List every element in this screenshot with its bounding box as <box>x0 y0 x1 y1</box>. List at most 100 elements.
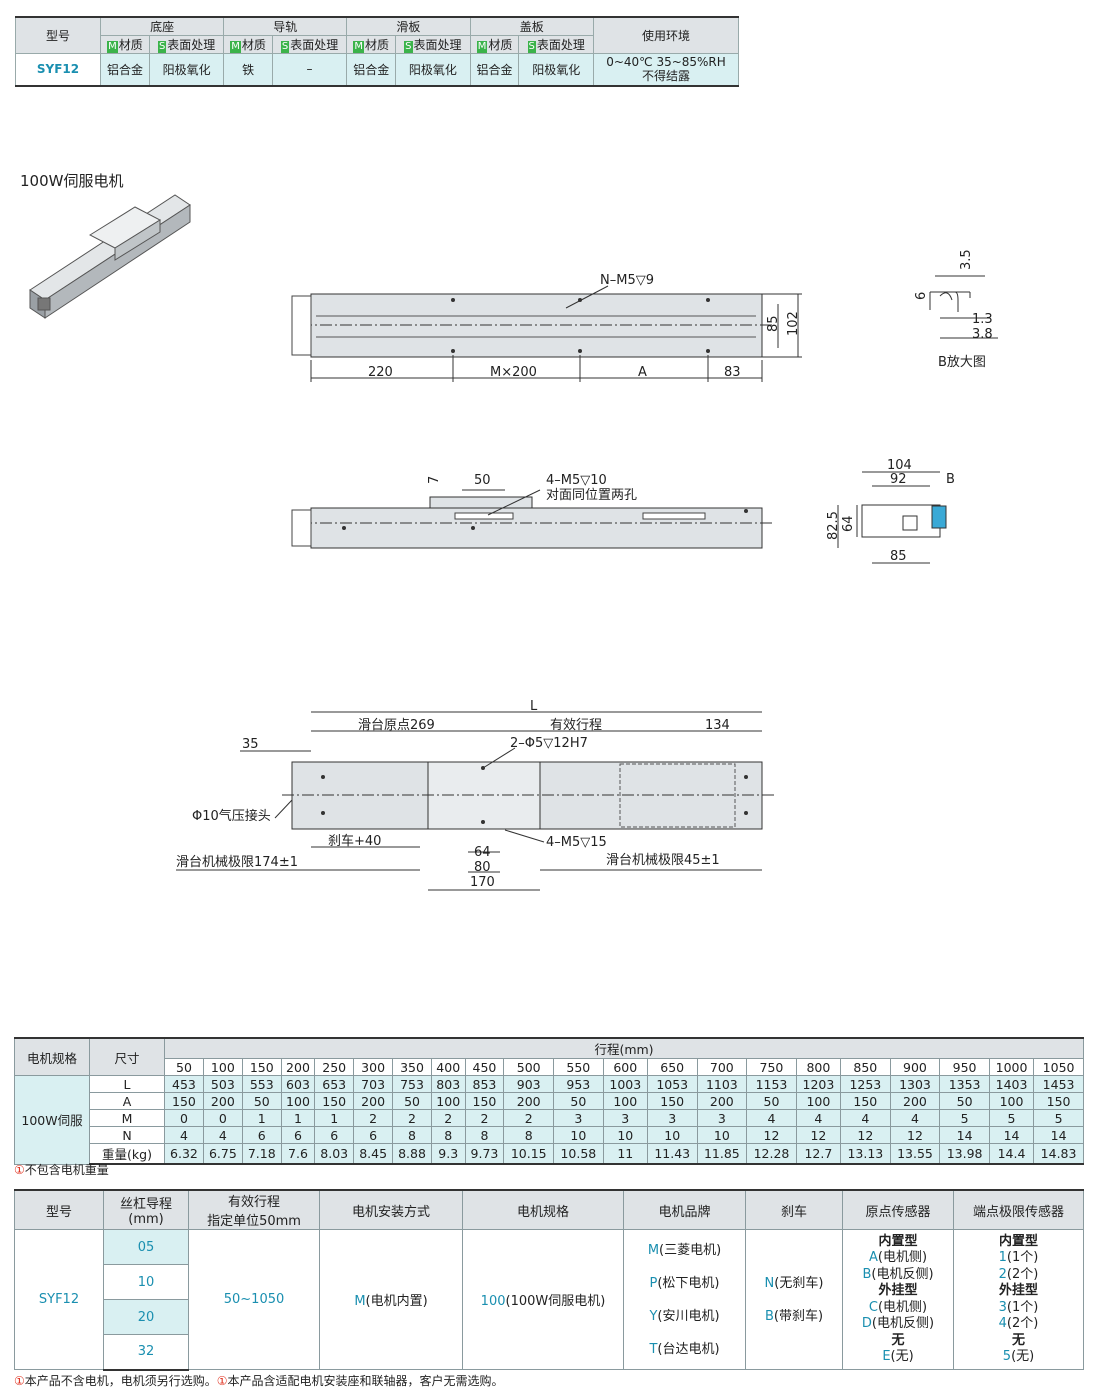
bottom-view-drawing: L 滑台原点269 有效行程 134 35 2–Φ5▽12H7 Φ10气压接头 … <box>176 699 775 891</box>
detail-dim-3-8: 3.8 <box>972 327 993 342</box>
spec-cell: 1103 <box>696 1075 748 1093</box>
spec-cell: 6 <box>241 1126 282 1144</box>
detail-dim-1-3: 1.3 <box>972 312 993 327</box>
limit-right-label: 滑台机械极限45±1 <box>606 853 720 868</box>
tag-m-icon: M <box>107 41 118 53</box>
brake-options: N(无刹车) B(带刹车) <box>745 1229 843 1370</box>
spec-cell: 12 <box>746 1126 797 1144</box>
hole-label-1: 4–M5▽10 <box>546 473 607 488</box>
spec-cell: 8 <box>430 1126 466 1144</box>
tag-m-icon: M <box>230 41 241 53</box>
spec-cell: 1053 <box>646 1075 698 1093</box>
spec-cell: 5 <box>1033 1109 1084 1127</box>
spec-cell: 6.32 <box>164 1143 204 1165</box>
spec-cell: 100 <box>602 1092 648 1110</box>
spec-cell: 12.28 <box>746 1143 797 1165</box>
end-dim-92: 92 <box>890 472 907 487</box>
order-table: 型号 丝杠导程(mm) 有效行程指定单位50mm 电机安装方式 电机规格 电机品… <box>14 1189 1084 1371</box>
spec-cell: 903 <box>503 1075 555 1093</box>
spec-cell: 0 <box>164 1109 204 1127</box>
spec-row-label: 重量(kg) <box>89 1143 165 1165</box>
section-title: 100W伺服电机 <box>20 172 124 190</box>
spec-cell: 12 <box>889 1126 941 1144</box>
spec-cell: 50 <box>939 1092 990 1110</box>
spec-note: ①不包含电机重量 <box>14 1163 109 1177</box>
detail-dim-6: 6 <box>914 292 929 300</box>
spec-cell: 953 <box>553 1075 604 1093</box>
spec-cell: 13.13 <box>840 1143 891 1165</box>
spec-cell: 5 <box>939 1109 990 1127</box>
spec-cell: 12.7 <box>795 1143 842 1165</box>
dim-64-bottom: 64 <box>474 845 491 860</box>
spec-cell: 6.75 <box>202 1143 243 1165</box>
order-model: SYF12 <box>14 1229 104 1370</box>
spec-motor: 100W伺服 <box>14 1075 90 1165</box>
spec-option: 100(100W伺服电机) <box>462 1229 624 1370</box>
tag-s-icon: S <box>157 41 167 53</box>
order-header-lead: 丝杠导程(mm) <box>103 1189 189 1230</box>
stroke-header-cell: 400 <box>430 1058 466 1076</box>
spec-cell: 2 <box>503 1109 555 1127</box>
dim-102: 102 <box>786 311 801 336</box>
rail-surface: – <box>271 53 348 87</box>
dim-220: 220 <box>368 365 393 380</box>
stroke-header-cell: 250 <box>314 1058 355 1076</box>
hole-m5-label: 4–M5▽15 <box>546 835 607 850</box>
dim-a: A <box>638 365 647 380</box>
spec-cell: 1403 <box>988 1075 1035 1093</box>
spec-cell: 10.58 <box>553 1143 604 1165</box>
spec-cell: 3 <box>696 1109 748 1127</box>
order-header-origin: 原点传感器 <box>842 1189 954 1230</box>
base-surface: 阳极氧化 <box>148 53 225 87</box>
order-header-stroke: 有效行程指定单位50mm <box>188 1189 320 1230</box>
tag-m-icon: M <box>353 41 364 53</box>
header-env: 使用环境 <box>593 16 739 54</box>
spec-cell: 453 <box>164 1075 204 1093</box>
rail-material: 铁 <box>223 53 273 87</box>
spec-cell: 100 <box>280 1092 316 1110</box>
dim-origin-269: 滑台原点269 <box>358 718 435 733</box>
spec-cell: 1453 <box>1033 1075 1084 1093</box>
stroke-header-cell: 800 <box>795 1058 842 1076</box>
stroke-header-cell: 750 <box>746 1058 797 1076</box>
base-material: 铝合金 <box>100 53 150 87</box>
end-dim-104: 104 <box>887 458 912 473</box>
spec-cell: 8 <box>503 1126 555 1144</box>
stroke-header-cell: 1000 <box>988 1058 1035 1076</box>
spec-cell: 1 <box>241 1109 282 1127</box>
order-header-brake: 刹车 <box>745 1189 843 1230</box>
spec-cell: 4 <box>202 1126 243 1144</box>
spec-cell: 10 <box>553 1126 604 1144</box>
spec-cell: 150 <box>314 1092 355 1110</box>
spec-cell: 3 <box>602 1109 648 1127</box>
spec-cell: 753 <box>392 1075 432 1093</box>
spec-cell: 1303 <box>889 1075 941 1093</box>
stroke-header-cell: 100 <box>202 1058 243 1076</box>
spec-cell: 4 <box>840 1109 891 1127</box>
spec-cell: 2 <box>392 1109 432 1127</box>
brand-option: M(三菱电机) <box>647 1242 722 1258</box>
stroke-header-cell: 50 <box>164 1058 204 1076</box>
spec-cell: 13.98 <box>939 1143 990 1165</box>
spec-cell: 803 <box>430 1075 466 1093</box>
spec-cell: 2 <box>464 1109 505 1127</box>
stroke-header-cell: 600 <box>602 1058 648 1076</box>
stroke-header-cell: 950 <box>939 1058 990 1076</box>
spec-cell: 200 <box>696 1092 748 1110</box>
brand-options: M(三菱电机) P(松下电机) Y(安川电机) T(台达电机) <box>623 1229 746 1370</box>
spec-cell: 1153 <box>746 1075 797 1093</box>
order-header-brand: 电机品牌 <box>623 1189 746 1230</box>
spec-cell: 10.15 <box>503 1143 555 1165</box>
lead-option: 20 <box>103 1299 189 1335</box>
stroke-header-cell: 700 <box>696 1058 748 1076</box>
stroke-header-cell: 900 <box>889 1058 941 1076</box>
dim-7: 7 <box>427 476 442 484</box>
slider-surface: 阳极氧化 <box>395 53 471 87</box>
spec-cell: 200 <box>353 1092 394 1110</box>
spec-cell: 3 <box>553 1109 604 1127</box>
n-hole-label: N–M5▽9 <box>600 273 654 288</box>
spec-cell: 150 <box>1033 1092 1084 1110</box>
